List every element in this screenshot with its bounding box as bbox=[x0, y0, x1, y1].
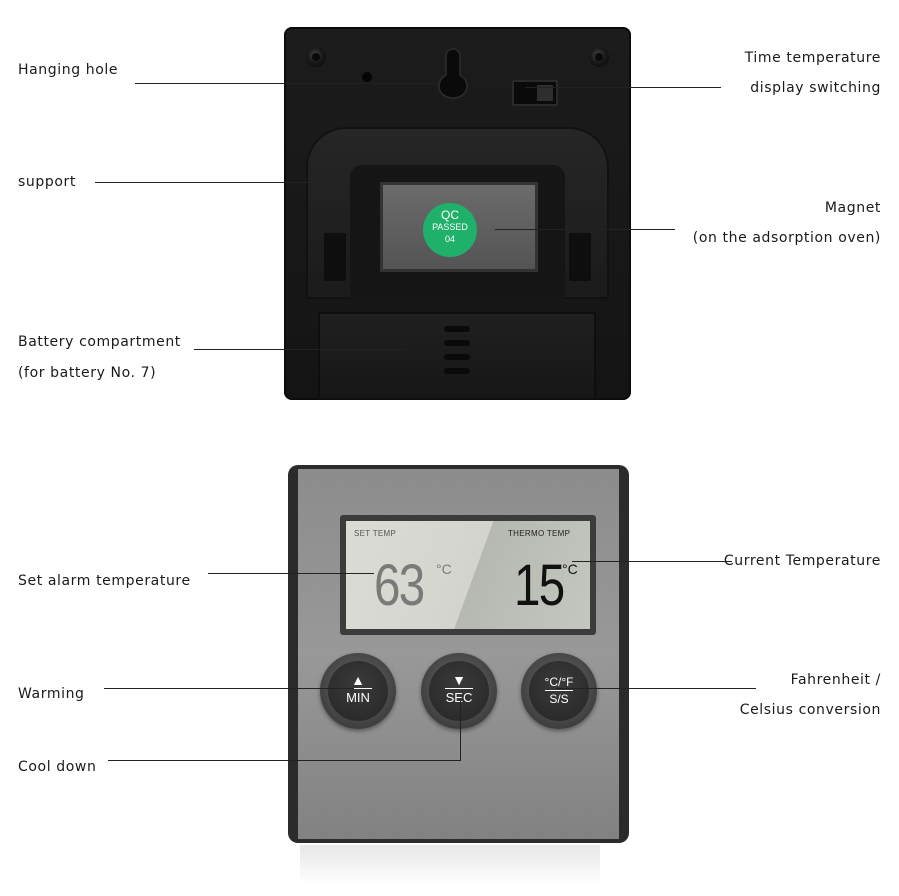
device-front-view: SET TEMP THERMO TEMP 63 °C 15 °C ▲ MIN ▼… bbox=[288, 465, 629, 843]
reset-pinhole bbox=[362, 72, 372, 82]
set-temp-value: 63 bbox=[374, 553, 425, 618]
label-current-temp: Current Temperature bbox=[723, 553, 881, 569]
switch-knob[interactable] bbox=[537, 85, 553, 101]
leader-set-alarm bbox=[208, 573, 374, 574]
triangle-down-icon: ▼ bbox=[452, 672, 466, 688]
label-support: support bbox=[18, 174, 76, 190]
thermo-temp-label: THERMO TEMP bbox=[508, 529, 571, 538]
leader-cool-down-vertical bbox=[460, 700, 461, 760]
qc-passed-sticker: QC PASSED 04 bbox=[423, 203, 477, 257]
leader-magnet bbox=[495, 229, 675, 230]
thermo-temp-value: 15 bbox=[514, 553, 565, 618]
label-warming: Warming bbox=[18, 686, 85, 702]
label-time-temp-line1: Time temperature bbox=[744, 50, 881, 66]
qc-passed-text: PASSED bbox=[432, 222, 468, 232]
screw-top-right bbox=[589, 47, 609, 67]
battery-grip-ridge bbox=[444, 354, 470, 360]
sec-label: SEC bbox=[445, 690, 473, 705]
magnet-plate: QC PASSED 04 bbox=[380, 182, 538, 272]
min-label: MIN bbox=[346, 690, 370, 705]
unit-start-stop-button[interactable]: °C/°F S/S bbox=[521, 653, 597, 729]
button-divider bbox=[545, 690, 573, 691]
label-fahrenheit-line2: Celsius conversion bbox=[739, 702, 881, 718]
label-cool-down: Cool down bbox=[18, 759, 97, 775]
lcd-bezel: SET TEMP THERMO TEMP 63 °C 15 °C bbox=[340, 515, 596, 635]
label-battery-line2: (for battery No. 7) bbox=[18, 365, 157, 381]
label-time-temp-line2: display switching bbox=[750, 80, 881, 96]
label-magnet-line2: (on the adsorption oven) bbox=[692, 230, 881, 246]
leader-current-temp bbox=[572, 561, 732, 562]
min-up-button[interactable]: ▲ MIN bbox=[320, 653, 396, 729]
qc-text: QC bbox=[441, 208, 459, 222]
display-mode-switch[interactable] bbox=[512, 80, 558, 106]
stand-clip-left bbox=[324, 233, 346, 281]
sec-down-button-face[interactable]: ▼ SEC bbox=[429, 661, 489, 721]
label-battery-line1: Battery compartment bbox=[18, 334, 181, 350]
set-temp-unit: °C bbox=[436, 561, 452, 577]
device-back-view: QC PASSED 04 bbox=[284, 27, 631, 400]
button-divider bbox=[344, 688, 372, 689]
leader-warming bbox=[104, 688, 354, 689]
screw-top-left bbox=[306, 47, 326, 67]
battery-grip-ridge bbox=[444, 368, 470, 374]
label-set-alarm: Set alarm temperature bbox=[18, 573, 191, 589]
thermo-temp-unit: °C bbox=[562, 561, 578, 577]
battery-grip-ridge bbox=[444, 326, 470, 332]
battery-grip-ridge bbox=[444, 340, 470, 346]
unit-start-stop-button-face[interactable]: °C/°F S/S bbox=[529, 661, 589, 721]
label-hanging-hole: Hanging hole bbox=[18, 62, 119, 78]
sec-down-button[interactable]: ▼ SEC bbox=[421, 653, 497, 729]
leader-hanging-hole bbox=[135, 83, 435, 84]
leader-battery bbox=[194, 349, 406, 350]
lcd-screen: SET TEMP THERMO TEMP 63 °C 15 °C bbox=[346, 521, 590, 629]
label-magnet-line1: Magnet bbox=[824, 200, 881, 216]
label-fahrenheit-line1: Fahrenheit / bbox=[790, 672, 881, 688]
leader-support bbox=[95, 182, 328, 183]
button-divider bbox=[445, 688, 473, 689]
start-stop-label: S/S bbox=[549, 692, 569, 706]
leader-time-temp bbox=[525, 87, 721, 88]
min-up-button-face[interactable]: ▲ MIN bbox=[328, 661, 388, 721]
stand-clip-right bbox=[569, 233, 591, 281]
triangle-up-icon: ▲ bbox=[351, 672, 365, 688]
leader-fahrenheit bbox=[556, 688, 756, 689]
leader-cool-down-horizontal bbox=[108, 760, 461, 761]
unit-toggle-label: °C/°F bbox=[544, 675, 574, 689]
steel-faceplate: SET TEMP THERMO TEMP 63 °C 15 °C ▲ MIN ▼… bbox=[298, 469, 619, 839]
device-reflection bbox=[300, 845, 600, 885]
set-temp-label: SET TEMP bbox=[354, 529, 397, 538]
qc-number-text: 04 bbox=[444, 234, 455, 244]
hanging-hole bbox=[438, 48, 468, 99]
battery-compartment-cover[interactable] bbox=[318, 312, 596, 400]
